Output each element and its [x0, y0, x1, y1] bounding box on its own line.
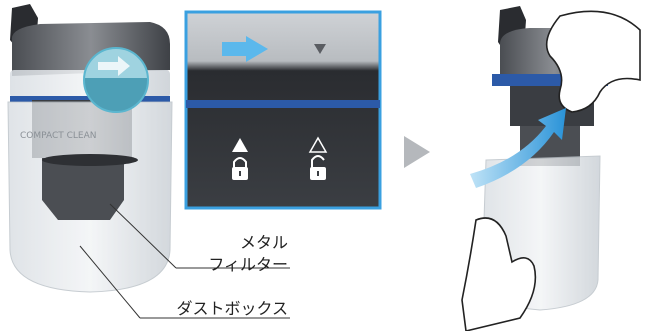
right-dust-box-device: [461, 6, 641, 331]
body-text: COMPACT CLEAN: [20, 131, 97, 141]
zoom-circle: [83, 47, 149, 113]
panel-frame: [184, 10, 382, 210]
panel-blue-stripe: [186, 100, 380, 108]
metal-filter-label-line2: フィルター: [208, 255, 288, 274]
metal-filter-leader: [109, 203, 177, 269]
filter-rim: [42, 154, 138, 166]
left-dust-box-device: COMPACT CLEAN: [7, 4, 290, 319]
unlock-triangle-mark: [308, 136, 328, 153]
lower-hand: [461, 217, 537, 331]
triangle-down-icon: [314, 44, 326, 54]
lock-icon: [232, 157, 248, 180]
metal-filter-label-line1: メタル: [239, 233, 288, 252]
curved-arrow-icon: [470, 108, 566, 188]
arrow-right-icon: [222, 36, 268, 62]
unlock-icon: [310, 155, 326, 180]
dust-box-label: ダストボックス: [176, 299, 288, 318]
upper-hand: [545, 10, 641, 113]
play-triangle-icon: [404, 136, 430, 168]
metal-filter-body: [42, 158, 124, 220]
dust-box-leader: [79, 245, 141, 319]
lock-triangle-mark: [232, 138, 248, 152]
zoom-detail-panel: [184, 10, 382, 210]
